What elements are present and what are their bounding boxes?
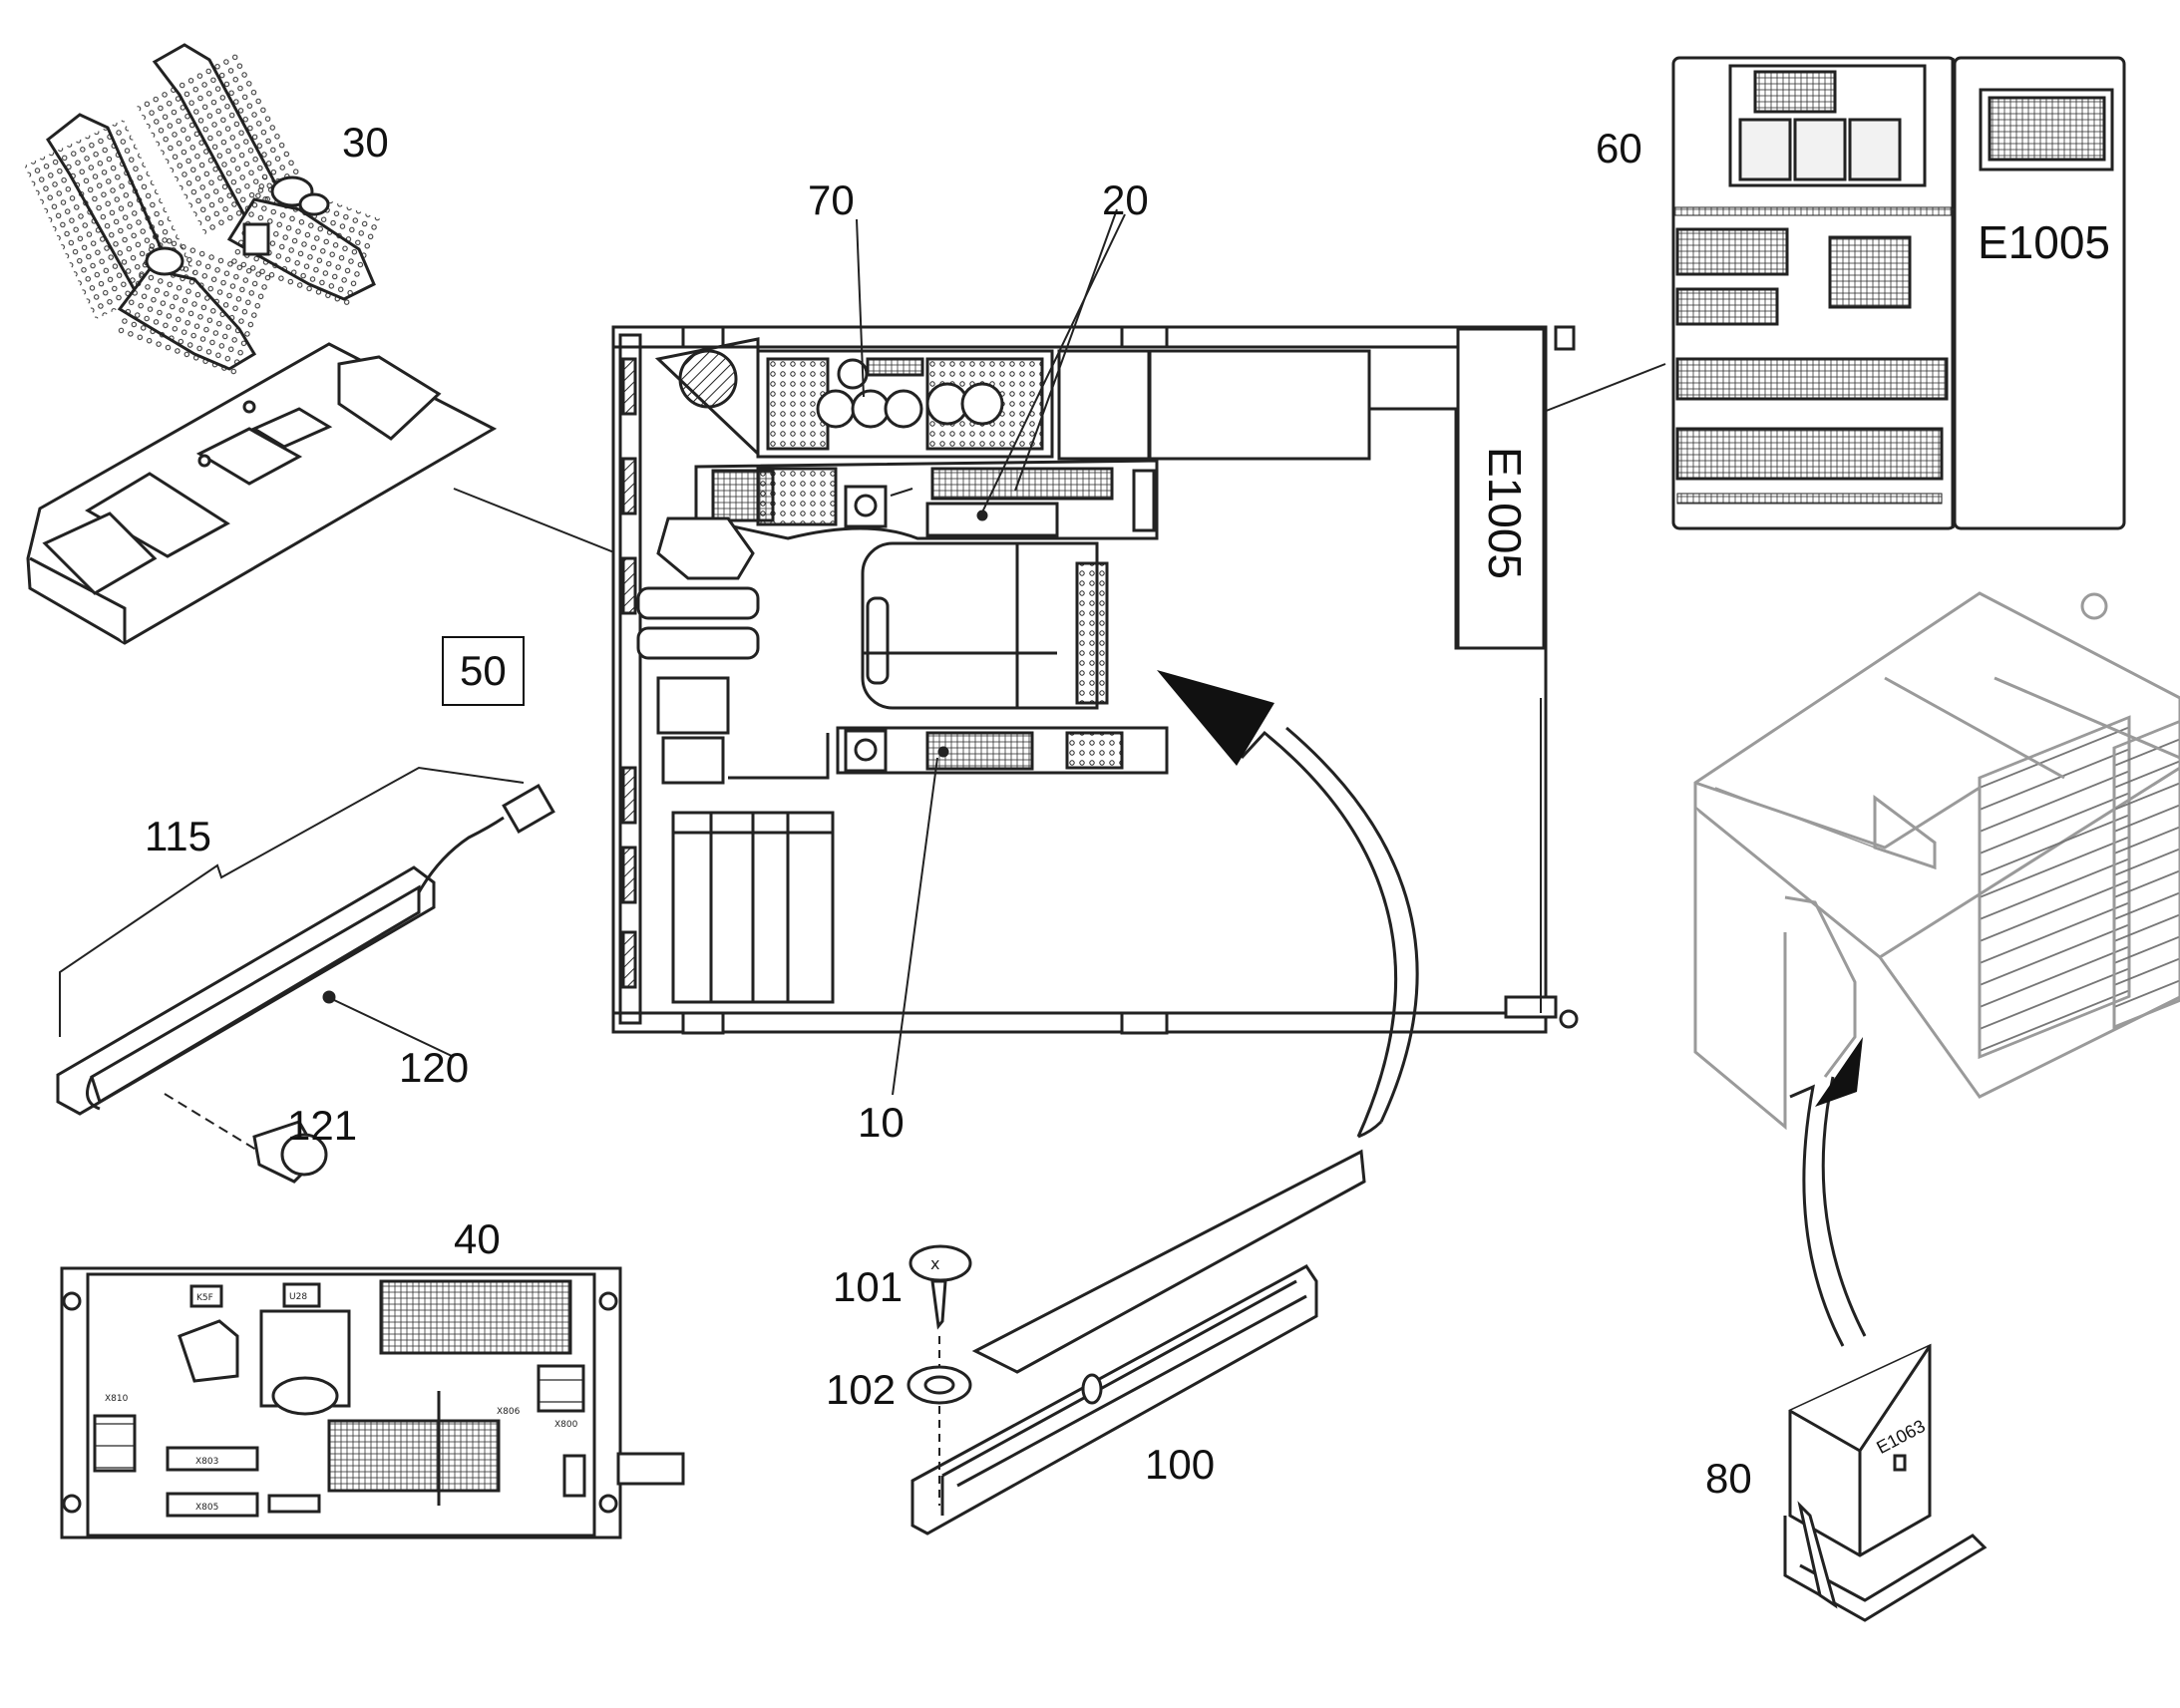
machine-enclosure-illustration [1693,591,2180,1131]
svg-text:x: x [930,1254,939,1273]
callout-20: 20 [1102,176,1149,223]
cable-duct-illustration: x [907,1149,1366,1536]
cabinet-e1005-illustration [1514,56,2126,530]
callout-70: 70 [808,176,855,223]
box-arrow [1789,1037,1867,1347]
svg-text:X800: X800 [554,1420,578,1430]
callout-80: 80 [1705,1455,1752,1502]
callout-115: 115 [145,813,211,859]
floor-plate-illustration [26,342,675,645]
callout-40: 40 [454,1215,501,1262]
callout-60: 60 [1596,125,1642,171]
plan-cabinet-label: E1005 [1479,447,1531,580]
assembly-arrow [1157,670,1419,1139]
cab-plan-view [611,208,1579,1096]
box-e1063-illustration [1783,1343,1988,1622]
callout-121: 121 [287,1102,358,1149]
panel-cabinet-label: E1005 [1978,216,2111,268]
callout-101: 101 [833,1263,904,1310]
svg-text:K5F: K5F [196,1293,213,1303]
svg-text:X806: X806 [497,1407,521,1417]
lamp-illustration [56,766,555,1184]
callout-10: 10 [858,1099,905,1146]
callout-100: 100 [1145,1441,1216,1488]
fuse-board-illustration: K5F U28 X810 X806 X800 X803 X805 [60,1266,685,1539]
svg-text:U28: U28 [289,1292,307,1302]
callout-120: 120 [399,1044,470,1091]
svg-text:X805: X805 [195,1503,218,1513]
callout-30: 30 [342,119,389,166]
callout-102: 102 [826,1366,897,1413]
svg-text:X803: X803 [195,1457,218,1467]
callout-50: 50 [442,636,525,706]
pedals-illustration [24,43,383,378]
svg-text:X810: X810 [105,1394,129,1404]
